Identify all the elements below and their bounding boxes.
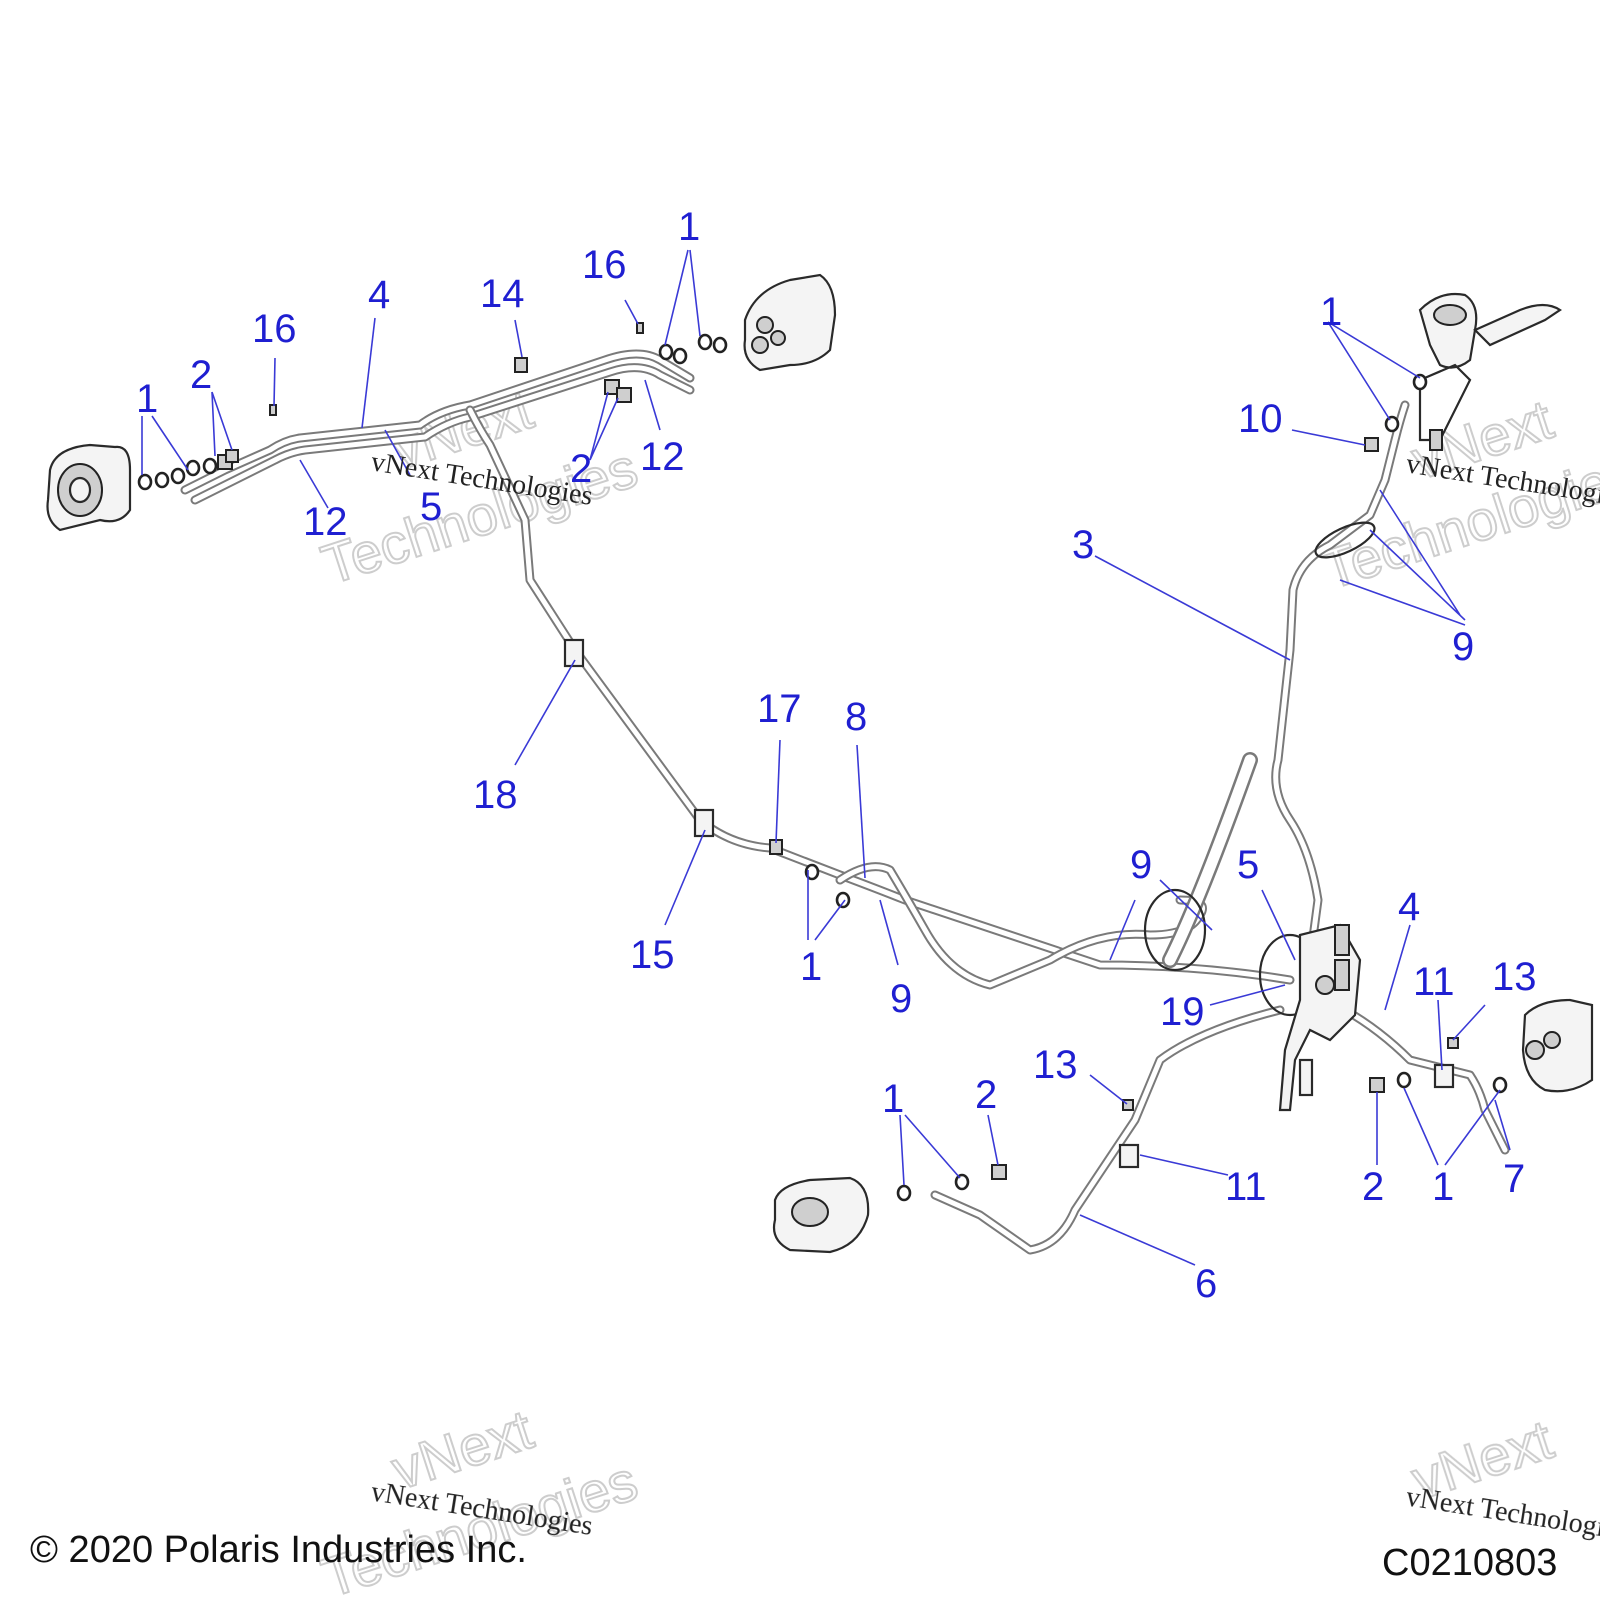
callout: 17 xyxy=(757,687,802,731)
tube-6 xyxy=(930,1005,1285,1255)
brake-lever xyxy=(1473,303,1562,347)
watermark-sub-large: Technologies xyxy=(314,435,644,596)
washer xyxy=(896,1184,912,1202)
callouts: 1 2 16 4 14 16 1 12 5 2 12 1 10 3 9 18 1… xyxy=(136,205,1537,1306)
washer xyxy=(1396,1071,1412,1089)
callout: 18 xyxy=(473,773,518,817)
callout: 12 xyxy=(640,435,685,479)
washer xyxy=(804,863,820,881)
washer xyxy=(658,343,674,361)
callout: 13 xyxy=(1492,955,1537,999)
callout: 12 xyxy=(303,500,348,544)
washer xyxy=(154,471,170,489)
callout: 2 xyxy=(570,447,592,491)
front-right-caliper xyxy=(743,273,837,372)
callout: 9 xyxy=(1130,843,1152,887)
screw-16 xyxy=(636,322,644,334)
banjo-bolt xyxy=(616,387,632,403)
callout: 6 xyxy=(1195,1262,1217,1306)
callout: 4 xyxy=(368,273,390,317)
callout: 5 xyxy=(1237,843,1259,887)
callout: 14 xyxy=(480,272,525,316)
callout: 9 xyxy=(1452,625,1474,669)
callout: 1 xyxy=(800,945,822,989)
callout: 3 xyxy=(1072,523,1094,567)
clip-ring xyxy=(1314,521,1376,559)
tube-clip-18 xyxy=(563,638,585,668)
leader-lines xyxy=(141,249,1511,1266)
callout: 16 xyxy=(252,307,297,351)
screw xyxy=(269,404,277,416)
washer xyxy=(1384,415,1400,433)
callout: 9 xyxy=(890,977,912,1021)
callout: 1 xyxy=(1432,1165,1454,1209)
callout: 1 xyxy=(136,377,158,421)
callout: 11 xyxy=(1413,960,1455,1004)
callout: 8 xyxy=(845,695,867,739)
callout: 2 xyxy=(190,353,212,397)
washer xyxy=(1492,1076,1508,1094)
screw-13 xyxy=(1122,1099,1134,1111)
callout: 1 xyxy=(882,1077,904,1121)
banjo-bolt xyxy=(1369,1077,1385,1093)
tube-clip-11 xyxy=(1433,1063,1455,1089)
washer xyxy=(954,1173,970,1191)
washer xyxy=(712,336,728,354)
tube-clips xyxy=(563,521,1455,1169)
callout: 11 xyxy=(1225,1165,1267,1209)
washer xyxy=(137,473,153,491)
rear-right-caliper xyxy=(1521,998,1594,1093)
washer xyxy=(170,467,186,485)
figure-code: C0210803 xyxy=(1382,1542,1557,1584)
brake-tubes xyxy=(180,349,1510,1255)
washer xyxy=(1412,373,1428,391)
tube-clip-15 xyxy=(693,808,715,838)
watermark-text: vNext Technologies xyxy=(1404,1481,1600,1547)
callout: 13 xyxy=(1033,1043,1078,1087)
callout: 19 xyxy=(1160,990,1205,1034)
callout: 15 xyxy=(630,933,675,977)
master-cylinder xyxy=(1418,292,1562,451)
callout: 1 xyxy=(678,205,700,249)
callout: 4 xyxy=(1398,885,1420,929)
washer xyxy=(202,457,218,475)
callout: 7 xyxy=(1503,1157,1525,1201)
banjo-bolt xyxy=(991,1164,1007,1180)
callout: 2 xyxy=(1362,1165,1384,1209)
washer xyxy=(185,459,201,477)
washer xyxy=(835,891,851,909)
clip-ring xyxy=(1143,888,1207,972)
callout: 5 xyxy=(420,485,442,529)
rear-left-caliper xyxy=(772,1176,870,1254)
washer xyxy=(697,333,713,351)
tube-3 xyxy=(1271,400,1410,965)
banjo-bolt xyxy=(225,449,239,463)
washer xyxy=(672,347,688,365)
callout: 2 xyxy=(975,1073,997,1117)
brake-valve-assembly xyxy=(1278,923,1362,1112)
watermark-graphic: vNext Technologies vNext Technologies vN… xyxy=(313,376,1600,1600)
copyright-notice: © 2020 Polaris Industries Inc. xyxy=(30,1529,527,1571)
bolt-10 xyxy=(1364,437,1379,452)
callout: 1 xyxy=(1320,290,1342,334)
tube-clip-11 xyxy=(1118,1143,1140,1169)
bolt-14 xyxy=(514,357,528,373)
callout: 10 xyxy=(1238,397,1283,441)
screw-13 xyxy=(1447,1037,1459,1049)
callout: 16 xyxy=(582,243,627,287)
front-left-caliper xyxy=(46,443,132,532)
